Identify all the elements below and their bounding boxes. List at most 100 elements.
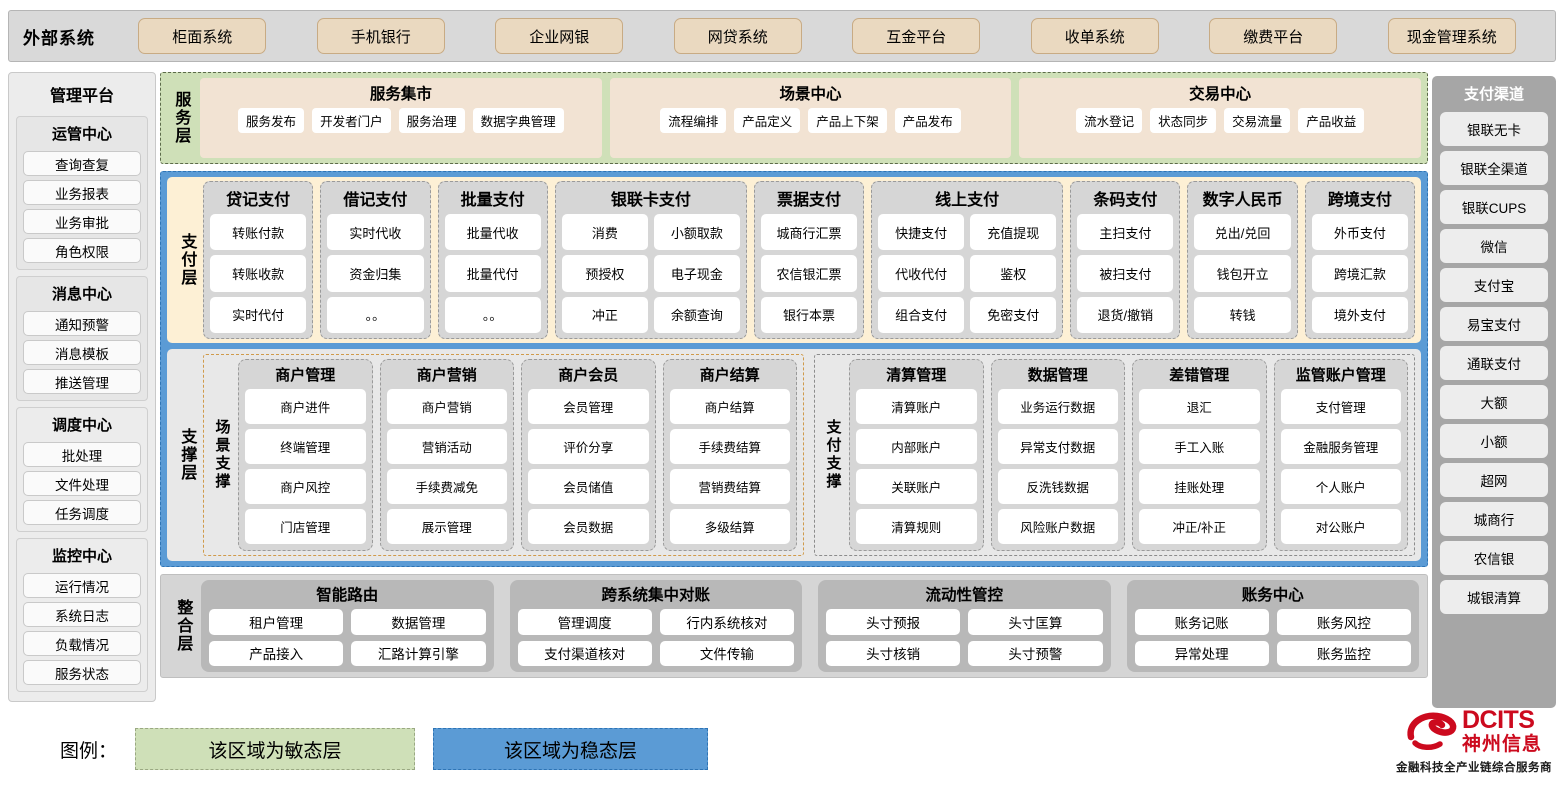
- support-chip[interactable]: 冲正/补正: [1139, 509, 1260, 544]
- integration-chip[interactable]: 产品接入: [209, 640, 344, 666]
- integration-chip[interactable]: 头寸匡算: [968, 609, 1103, 635]
- payment-chip[interactable]: 转账收款: [210, 255, 307, 292]
- payment-chip[interactable]: 外币支付: [1311, 214, 1409, 251]
- payment-channel-item[interactable]: 超网: [1440, 463, 1548, 497]
- payment-chip[interactable]: 小额取款: [653, 214, 740, 251]
- payment-chip[interactable]: 预授权: [561, 255, 648, 292]
- external-system-chip[interactable]: 收单系统: [1030, 18, 1159, 54]
- management-item[interactable]: 推送管理: [23, 369, 141, 394]
- payment-chip[interactable]: 消费: [561, 214, 648, 251]
- payment-chip[interactable]: 钱包开立: [1194, 255, 1291, 292]
- payment-channel-item[interactable]: 银联CUPS: [1440, 190, 1548, 224]
- payment-chip[interactable]: 冲正: [561, 296, 648, 333]
- management-item[interactable]: 批处理: [23, 442, 141, 467]
- service-chip[interactable]: 服务发布: [238, 108, 305, 133]
- integration-chip[interactable]: 账务监控: [1276, 640, 1411, 666]
- support-chip[interactable]: 多级结算: [669, 509, 790, 544]
- support-chip[interactable]: 商户营销: [386, 389, 507, 424]
- support-chip[interactable]: 评价分享: [528, 429, 649, 464]
- integration-chip[interactable]: 头寸预报: [826, 609, 961, 635]
- payment-channel-item[interactable]: 易宝支付: [1440, 307, 1548, 341]
- integration-chip[interactable]: 头寸核销: [826, 640, 961, 666]
- integration-chip[interactable]: 账务记账: [1134, 609, 1269, 635]
- management-item[interactable]: 文件处理: [23, 471, 141, 496]
- payment-channel-item[interactable]: 小额: [1440, 424, 1548, 458]
- payment-chip[interactable]: 资金归集: [327, 255, 424, 292]
- management-item[interactable]: 任务调度: [23, 500, 141, 525]
- integration-chip[interactable]: 文件传输: [659, 640, 794, 666]
- support-chip[interactable]: 会员数据: [528, 509, 649, 544]
- payment-chip[interactable]: 实时代付: [210, 296, 307, 333]
- support-chip[interactable]: 手工入账: [1139, 429, 1260, 464]
- payment-channel-item[interactable]: 支付宝: [1440, 268, 1548, 302]
- payment-chip[interactable]: 农信银汇票: [760, 255, 858, 292]
- support-chip[interactable]: 关联账户: [856, 469, 977, 504]
- payment-chip[interactable]: 。。: [444, 296, 541, 333]
- management-item[interactable]: 服务状态: [23, 660, 141, 685]
- payment-chip[interactable]: 退货/撤销: [1077, 296, 1174, 333]
- service-chip[interactable]: 产品上下架: [808, 108, 887, 133]
- payment-chip[interactable]: 实时代收: [327, 214, 424, 251]
- support-chip[interactable]: 手续费结算: [669, 429, 790, 464]
- support-chip[interactable]: 业务运行数据: [997, 389, 1118, 424]
- service-chip[interactable]: 产品收益: [1298, 108, 1365, 133]
- service-chip[interactable]: 数据字典管理: [472, 108, 564, 133]
- service-chip[interactable]: 流水登记: [1076, 108, 1143, 133]
- support-chip[interactable]: 会员储值: [528, 469, 649, 504]
- payment-channel-item[interactable]: 城银清算: [1440, 580, 1548, 614]
- integration-chip[interactable]: 行内系统核对: [659, 609, 794, 635]
- integration-chip[interactable]: 头寸预警: [968, 640, 1103, 666]
- management-item[interactable]: 消息模板: [23, 340, 141, 365]
- integration-chip[interactable]: 管理调度: [517, 609, 652, 635]
- support-chip[interactable]: 商户进件: [245, 389, 366, 424]
- external-system-chip[interactable]: 互金平台: [852, 18, 981, 54]
- management-item[interactable]: 运行情况: [23, 573, 141, 598]
- payment-chip[interactable]: 免密支付: [970, 296, 1057, 333]
- support-chip[interactable]: 营销活动: [386, 429, 507, 464]
- external-system-chip[interactable]: 手机银行: [316, 18, 445, 54]
- support-chip[interactable]: 支付管理: [1280, 389, 1401, 424]
- payment-chip[interactable]: 主扫支付: [1077, 214, 1174, 251]
- payment-chip[interactable]: 批量代付: [444, 255, 541, 292]
- external-system-chip[interactable]: 缴费平台: [1209, 18, 1338, 54]
- payment-chip[interactable]: 被扫支付: [1077, 255, 1174, 292]
- support-chip[interactable]: 金融服务管理: [1280, 429, 1401, 464]
- external-system-chip[interactable]: 柜面系统: [138, 18, 267, 54]
- support-chip[interactable]: 营销费结算: [669, 469, 790, 504]
- support-chip[interactable]: 门店管理: [245, 509, 366, 544]
- payment-chip[interactable]: 组合支付: [878, 296, 965, 333]
- integration-chip[interactable]: 支付渠道核对: [517, 640, 652, 666]
- payment-channel-item[interactable]: 城商行: [1440, 502, 1548, 536]
- management-item[interactable]: 通知预警: [23, 311, 141, 336]
- management-item[interactable]: 查询查复: [23, 151, 141, 176]
- external-system-chip[interactable]: 现金管理系统: [1387, 18, 1516, 54]
- payment-chip[interactable]: 代收代付: [878, 255, 965, 292]
- management-item[interactable]: 负载情况: [23, 631, 141, 656]
- payment-channel-item[interactable]: 微信: [1440, 229, 1548, 263]
- support-chip[interactable]: 挂账处理: [1139, 469, 1260, 504]
- payment-chip[interactable]: 快捷支付: [878, 214, 965, 251]
- support-chip[interactable]: 清算规则: [856, 509, 977, 544]
- support-chip[interactable]: 商户结算: [669, 389, 790, 424]
- payment-channel-item[interactable]: 通联支付: [1440, 346, 1548, 380]
- payment-channel-item[interactable]: 农信银: [1440, 541, 1548, 575]
- payment-channel-item[interactable]: 银联全渠道: [1440, 151, 1548, 185]
- service-chip[interactable]: 状态同步: [1150, 108, 1217, 133]
- management-item[interactable]: 角色权限: [23, 238, 141, 263]
- payment-channel-item[interactable]: 大额: [1440, 385, 1548, 419]
- service-chip[interactable]: 产品定义: [734, 108, 801, 133]
- service-chip[interactable]: 产品发布: [894, 108, 961, 133]
- payment-chip[interactable]: 电子现金: [653, 255, 740, 292]
- support-chip[interactable]: 风险账户数据: [997, 509, 1118, 544]
- management-item[interactable]: 业务审批: [23, 209, 141, 234]
- support-chip[interactable]: 商户风控: [245, 469, 366, 504]
- integration-chip[interactable]: 异常处理: [1134, 640, 1269, 666]
- payment-chip[interactable]: 银行本票: [760, 296, 858, 333]
- support-chip[interactable]: 清算账户: [856, 389, 977, 424]
- management-item[interactable]: 系统日志: [23, 602, 141, 627]
- payment-chip[interactable]: 转钱: [1194, 296, 1291, 333]
- payment-chip[interactable]: 鉴权: [970, 255, 1057, 292]
- payment-chip[interactable]: 兑出/兑回: [1194, 214, 1291, 251]
- support-chip[interactable]: 退汇: [1139, 389, 1260, 424]
- integration-chip[interactable]: 账务风控: [1276, 609, 1411, 635]
